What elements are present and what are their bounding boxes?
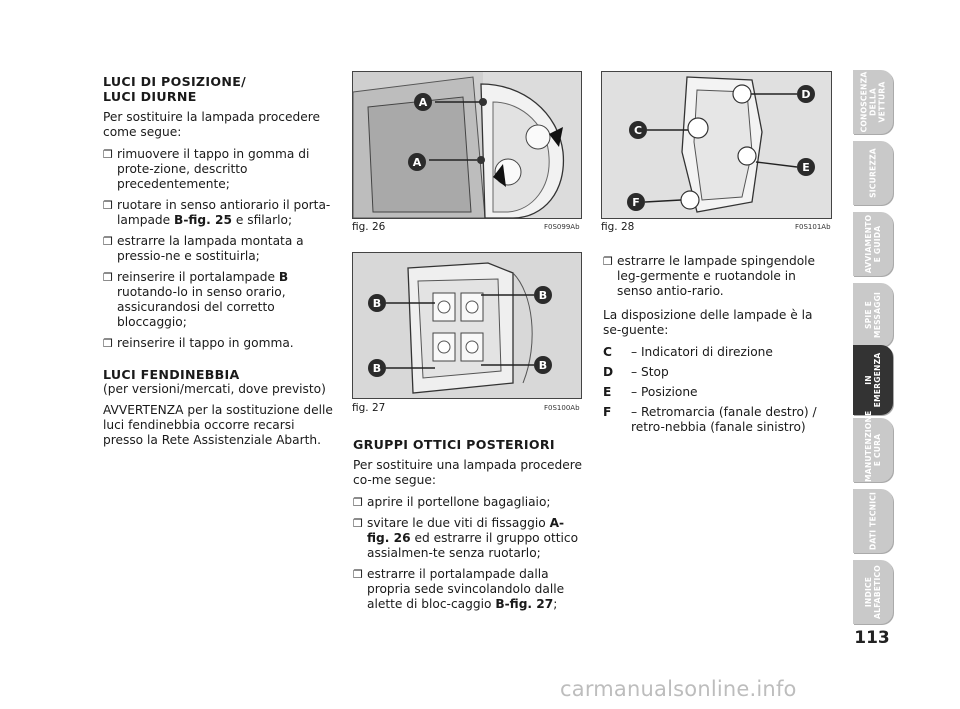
callout-label: F — [632, 196, 640, 209]
callout-label: C — [634, 124, 642, 137]
column-2: GRUPPI OTTICI POSTERIORI Per sostituire … — [353, 437, 583, 618]
legend-item: C– Indicatori di direzione — [603, 345, 773, 359]
checkbox-bullet-icon: ❒ — [353, 496, 363, 509]
section-title: LUCI FENDINEBBIA — [103, 367, 240, 382]
figure-caption: fig. 27 — [352, 402, 386, 414]
checkbox-bullet-icon: ❒ — [103, 148, 113, 161]
callout-label: A — [413, 156, 422, 169]
tab-conoscenza-della-vettura[interactable]: CONOSCENZA DELLA VETTURA — [853, 70, 893, 134]
callout-label: B — [373, 362, 381, 375]
callout-a-bottom — [408, 153, 426, 171]
legend-item: D– Stop — [603, 365, 669, 379]
checkbox-bullet-icon: ❒ — [353, 568, 363, 581]
bullet-item: ❒reinserire il portalampade B ruotando-l… — [103, 270, 289, 329]
figure-code: F0S100Ab — [544, 404, 580, 412]
bullet-item: ❒ruotare in senso antiorario il porta-la… — [103, 198, 331, 227]
figure-code: F0S101Ab — [795, 223, 831, 231]
bullet-item: ❒reinserire il tappo in gomma. — [103, 336, 294, 350]
tab-sicurezza[interactable]: SICUREZZA — [853, 141, 893, 205]
page-number: 113 — [854, 628, 890, 648]
legend-item: F– Retromarcia (fanale destro) / retro-n… — [603, 405, 817, 434]
callout-label: B — [539, 359, 547, 372]
callout-label: B — [373, 297, 381, 310]
figure-code: F0S099Ab — [544, 223, 580, 231]
checkbox-bullet-icon: ❒ — [103, 199, 113, 212]
checkbox-bullet-icon: ❒ — [103, 337, 113, 350]
checkbox-bullet-icon: ❒ — [603, 255, 613, 268]
callout-label: B — [539, 289, 547, 302]
watermark: carmanualsonline.info — [560, 677, 797, 701]
warning-paragraph: AVVERTENZA per la sostituzione delle luc… — [103, 403, 333, 447]
callout-label: D — [801, 88, 810, 101]
tab-in-emergenza[interactable]: IN EMERGENZA — [853, 345, 893, 415]
callout-a-top — [414, 93, 432, 111]
figure-27: B B B B — [352, 252, 582, 399]
bullet-item: ❒aprire il portellone bagagliaio; — [353, 495, 551, 509]
figure-28: D C E F — [601, 71, 832, 219]
tab-spie-e-messaggi[interactable]: SPIE E MESSAGGI — [853, 283, 893, 347]
column-1: LUCI DI POSIZIONE/ LUCI DIURNE Per sosti… — [103, 74, 335, 455]
figure-26: A A — [352, 71, 582, 219]
legend-item: E– Posizione — [603, 385, 698, 399]
section-title: GRUPPI OTTICI POSTERIORI — [353, 437, 555, 452]
paragraph: Per sostituire la lampada procedere come… — [103, 110, 320, 139]
callout-label: A — [419, 96, 428, 109]
bullet-item: ❒estrarre le lampade spingendole leg-ger… — [603, 254, 816, 298]
checkbox-bullet-icon: ❒ — [103, 271, 113, 284]
bullet-item: ❒estrarre la lampada montata a pressio-n… — [103, 234, 304, 263]
figure-caption: fig. 28 — [601, 221, 635, 233]
paragraph: Per sostituire una lampada procedere co-… — [353, 458, 583, 487]
paragraph: (per versioni/mercati, dove previsto) — [103, 382, 326, 396]
section-title: LUCI DIURNE — [103, 89, 197, 104]
bullet-item: ❒svitare le due viti di fissaggio A-fig.… — [353, 516, 579, 560]
checkbox-bullet-icon: ❒ — [353, 517, 363, 530]
figure-caption: fig. 26 — [352, 221, 386, 233]
tab-indice-alfabetico[interactable]: INDICE ALFABETICO — [853, 560, 893, 624]
checkbox-bullet-icon: ❒ — [103, 235, 113, 248]
tab-avviamento-e-guida[interactable]: AVVIAMENTO E GUIDA — [853, 212, 893, 276]
tab-dati-tecnici[interactable]: DATI TECNICI — [853, 489, 893, 553]
bullet-item: ❒rimuovere il tappo in gomma di prote-zi… — [103, 147, 310, 191]
tab-manutenzione-e-cura[interactable]: MANUTENZIONE E CURA — [853, 411, 893, 482]
callout-label: E — [802, 161, 810, 174]
paragraph: La disposizione delle lampade è la se-gu… — [603, 308, 813, 337]
bullet-item: ❒estrarre il portalampade dalla propria … — [353, 567, 565, 611]
column-3: ❒estrarre le lampade spingendole leg-ger… — [603, 254, 831, 440]
section-title: LUCI DI POSIZIONE/ — [103, 74, 246, 89]
